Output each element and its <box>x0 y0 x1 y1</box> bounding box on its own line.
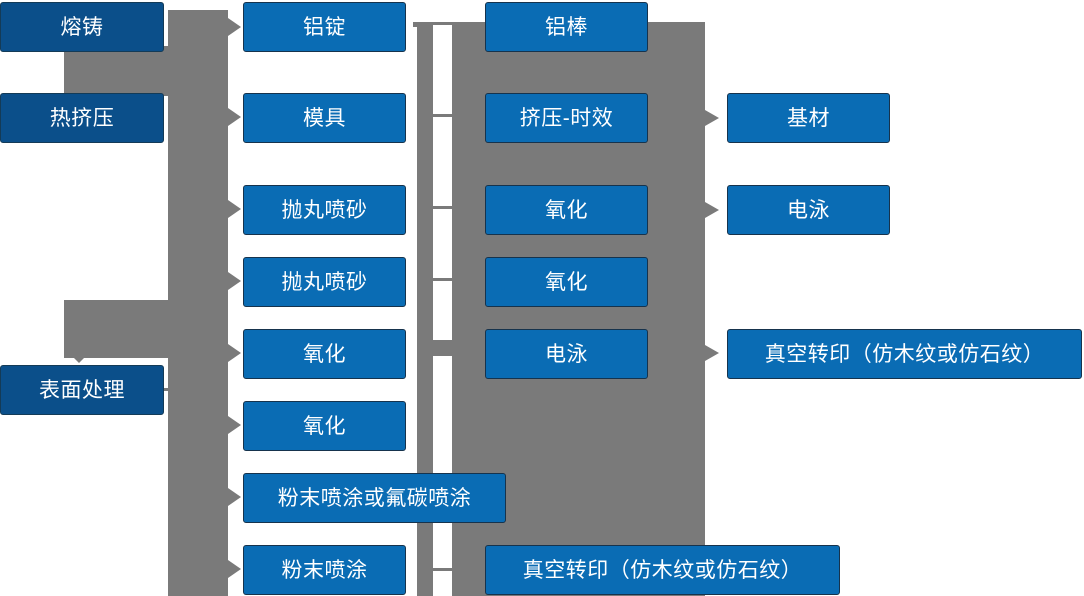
left-shelf-upper <box>64 46 228 96</box>
step-node-paowan-1[interactable]: 抛丸喷砂 <box>243 185 406 235</box>
stage-node-rejiya[interactable]: 热挤压 <box>0 93 164 143</box>
step-node-yanghua-1[interactable]: 氧化 <box>243 329 406 379</box>
left-shelf-lower <box>64 300 228 358</box>
process-node-lubang[interactable]: 铝棒 <box>485 2 648 52</box>
left-trunk <box>168 10 228 596</box>
process-node-yanghua-1[interactable]: 氧化 <box>485 185 648 235</box>
step-node-fenmo[interactable]: 粉末喷涂 <box>243 545 406 595</box>
output-node-dianyong[interactable]: 电泳 <box>727 185 890 235</box>
bus-bridge-mid <box>417 340 454 356</box>
process-node-jiya-shixiao[interactable]: 挤压-时效 <box>485 93 648 143</box>
output-node-zhenkong-zhuanyin[interactable]: 真空转印（仿木纹或仿石纹） <box>727 329 1082 379</box>
step-node-yanghua-2[interactable]: 氧化 <box>243 401 406 451</box>
process-node-dianyong[interactable]: 电泳 <box>485 329 648 379</box>
mid-bus-top-nub <box>413 22 419 27</box>
arrowheads-column4 <box>697 110 719 361</box>
process-node-zhenkong-zhuanyin[interactable]: 真空转印（仿木纹或仿石纹） <box>485 545 840 595</box>
step-node-muju[interactable]: 模具 <box>243 93 406 143</box>
stub-biaomian-to-trunk <box>163 388 181 391</box>
arrow-down-to-biaomian <box>66 350 92 363</box>
stage-node-biaomian[interactable]: 表面处理 <box>0 365 164 415</box>
stage-node-rongzhu[interactable]: 熔铸 <box>0 2 164 52</box>
step-node-luding[interactable]: 铝锭 <box>243 2 406 52</box>
step-node-paowan-2[interactable]: 抛丸喷砂 <box>243 257 406 307</box>
step-node-fenmo-fluorocarbon[interactable]: 粉末喷涂或氟碳喷涂 <box>243 473 506 523</box>
process-node-yanghua-2[interactable]: 氧化 <box>485 257 648 307</box>
output-node-jicai[interactable]: 基材 <box>727 93 890 143</box>
mid-bus-bar-upper <box>417 22 433 344</box>
arrowheads-column2 <box>228 18 241 578</box>
